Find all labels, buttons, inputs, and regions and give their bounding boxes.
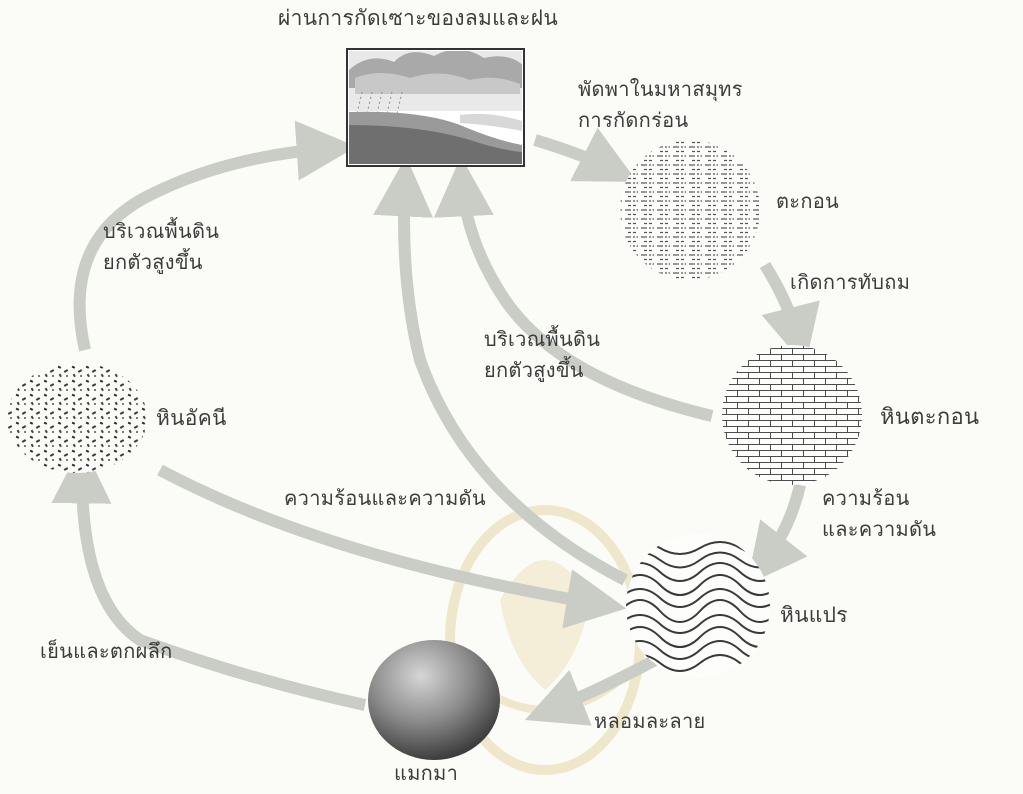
arrow-meta-uplift [373, 156, 628, 586]
uplift-left-line-1: บริเวณพื้นดิน [103, 219, 220, 243]
weathering-title: ผ่านการกัดเซาะของลมและฝน [278, 6, 558, 30]
uplift-middle-line-1: บริเวณพื้นดิน [484, 327, 601, 351]
arrow-igneous-uplift [73, 120, 357, 352]
sediment-icon [620, 140, 760, 280]
arrow-sediment-to-sedrock [759, 261, 820, 366]
metamorphic-rock-label: หินแปร [780, 603, 848, 627]
arrow-sedrock-uplift [433, 156, 714, 422]
sediment-label: ตะกอน [776, 189, 840, 213]
magma-label: แมกมา [394, 761, 459, 785]
igneous-rock-label: หินอัคนี [156, 406, 227, 430]
arrow-weathering-to-sediment [533, 127, 638, 182]
arrow-igneous-to-meta [157, 464, 627, 629]
arrow-magma-to-igneous [51, 443, 367, 711]
transport-line-1: พัดพาในมหาสมุทร [578, 77, 743, 101]
heat-pressure-middle-label: ความร้อนและความดัน [284, 486, 486, 510]
heat-pressure-right-line-2: และความดัน [822, 517, 937, 541]
weathering-scene-icon [346, 48, 525, 167]
metamorphic-rock-icon [626, 534, 770, 678]
cycle-arrows [51, 120, 820, 726]
uplift-middle-line-2: ยกตัวสูงขึ้น [484, 358, 584, 382]
arrow-meta-to-magma [524, 654, 658, 726]
compaction-label: เกิดการทับถม [790, 270, 911, 294]
uplift-left-label: บริเวณพื้นดิน ยกตัวสูงขึ้น [103, 216, 219, 278]
magma-icon [368, 640, 500, 760]
transport-erosion-label: พัดพาในมหาสมุทร การกัดกร่อน [578, 74, 743, 136]
sedimentary-rock-icon [722, 345, 862, 485]
heat-pressure-right-label: ความร้อน และความดัน [822, 483, 936, 545]
uplift-middle-label: บริเวณพื้นดิน ยกตัวสูงขึ้น [484, 324, 600, 386]
uplift-left-line-2: ยกตัวสูงขึ้น [103, 250, 203, 274]
transport-line-2: การกัดกร่อน [578, 108, 689, 132]
igneous-rock-icon [7, 363, 147, 473]
arrow-sedrock-to-meta [746, 483, 808, 585]
cooling-label: เย็นและตกผลึก [40, 639, 173, 663]
melting-label: หลอมละลาย [594, 709, 706, 733]
sedimentary-rock-label: หินตะกอน [880, 405, 980, 430]
heat-pressure-right-line-1: ความร้อน [822, 486, 910, 510]
